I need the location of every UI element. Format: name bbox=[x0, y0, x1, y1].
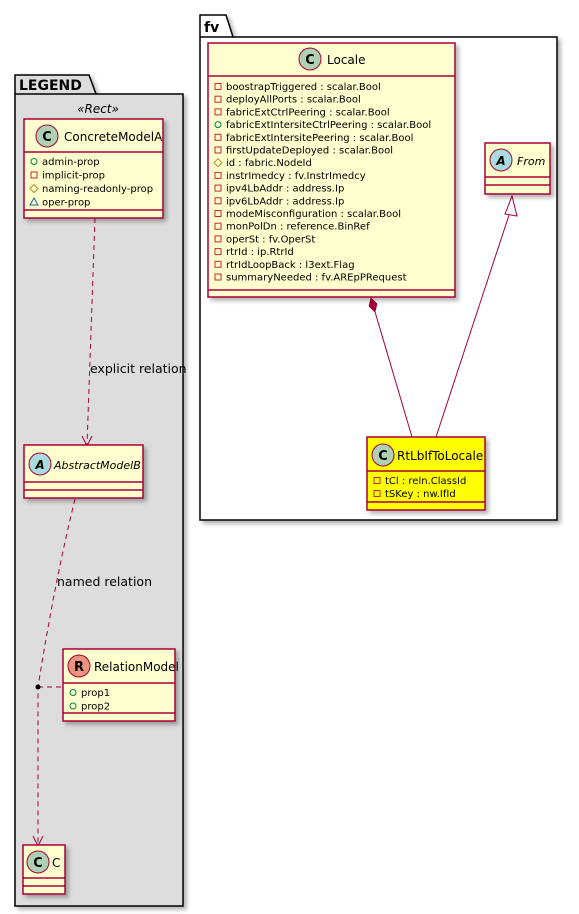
class-spot-icon bbox=[35, 124, 59, 148]
edge-markers bbox=[32, 194, 518, 848]
attribute-text: monPolDn : reference.BinRef bbox=[226, 222, 370, 233]
private-visibility-icon bbox=[373, 490, 381, 497]
private-visibility-icon bbox=[214, 210, 222, 217]
attribute-text: firstUpdateDeployed : scalar.Bool bbox=[226, 146, 393, 157]
attribute-text: boostrapTriggered : scalar.Bool bbox=[226, 82, 381, 93]
class-name: RtLbIfToLocale bbox=[397, 449, 483, 463]
class-name: From bbox=[517, 155, 545, 168]
abstract-spot-icon bbox=[28, 452, 52, 476]
attribute-text: prop1 bbox=[81, 688, 110, 699]
legend-stereotype: «Rect» bbox=[77, 102, 119, 116]
spot-letter: A bbox=[495, 154, 505, 168]
attribute-text: instrImedcy : fv.InstrImedcy bbox=[226, 171, 366, 182]
attribute-text: fabricExtIntersitePeering : scalar.Bool bbox=[226, 133, 413, 144]
explicit-relation-edge bbox=[86, 217, 96, 446]
private-visibility-icon bbox=[214, 260, 222, 268]
legend-title: LEGEND bbox=[19, 78, 82, 94]
relation-spot-icon bbox=[67, 654, 91, 678]
attribute-text: admin-prop bbox=[42, 157, 100, 168]
fv-title: fv bbox=[204, 20, 219, 36]
private-visibility-icon bbox=[214, 273, 222, 281]
private-visibility-icon bbox=[214, 83, 222, 90]
attribute-text: summaryNeeded : fv.AREpPRequest bbox=[226, 273, 407, 284]
private-visibility-icon bbox=[214, 184, 222, 192]
edges bbox=[37, 211, 511, 845]
public-visibility-icon bbox=[214, 121, 222, 129]
attribute-text: fabricExtIntersiteCtrlPeering : scalar.B… bbox=[226, 120, 431, 131]
named-relation-label: named relation bbox=[57, 574, 152, 589]
public-visibility-icon bbox=[69, 702, 77, 710]
class-name: ConcreteModelA bbox=[64, 130, 163, 144]
inheritance-edge bbox=[435, 211, 511, 438]
association-dot bbox=[35, 684, 41, 690]
class-locale: C Locale boostrapTriggered : scalar.Bool… bbox=[207, 42, 456, 298]
attribute-text: tCl : reln.ClassId bbox=[385, 476, 466, 487]
inheritance-triangle bbox=[504, 194, 518, 217]
public-visibility-icon bbox=[69, 689, 77, 696]
abstract-spot-icon bbox=[489, 148, 513, 172]
explicit-relation-label: explicit relation bbox=[90, 361, 187, 376]
attribute-text: tSKey : nw.IfId bbox=[385, 489, 456, 500]
private-visibility-icon bbox=[214, 95, 222, 103]
class-spot-icon bbox=[371, 443, 395, 467]
attribute-text: ipv4LbAddr : address.Ip bbox=[226, 184, 344, 195]
attribute-text: ipv6LbAddr : address.Ip bbox=[226, 196, 344, 207]
private-visibility-icon bbox=[214, 235, 222, 243]
attribute-text: fabricExtCtrlPeering : scalar.Bool bbox=[226, 107, 390, 118]
private-visibility-icon bbox=[214, 197, 222, 205]
protected-visibility-icon bbox=[29, 183, 39, 194]
class-spot-icon bbox=[26, 850, 50, 874]
class-concrete-model-a: C ConcreteModelA admin-prop implicit-prop… bbox=[23, 118, 164, 219]
attribute-text: oper-prop bbox=[42, 198, 90, 209]
spot-letter: C bbox=[42, 130, 52, 145]
class-name: RelationModel bbox=[94, 660, 179, 674]
composition-edge bbox=[372, 304, 413, 438]
protected-visibility-icon bbox=[213, 157, 223, 168]
private-visibility-icon bbox=[214, 133, 222, 141]
spot-letter: A bbox=[34, 458, 44, 472]
attribute-text: id : fabric.NodeId bbox=[226, 158, 312, 169]
class-from: A From bbox=[484, 142, 551, 195]
attribute-text: prop2 bbox=[81, 702, 110, 713]
attribute-text: operSt : fv.OperSt bbox=[226, 234, 315, 245]
public-visibility-icon bbox=[30, 158, 38, 165]
attribute-text: deployAllPorts : scalar.Bool bbox=[226, 95, 361, 106]
private-visibility-icon bbox=[214, 222, 222, 230]
class-name: C bbox=[52, 856, 60, 870]
spot-letter: C bbox=[33, 856, 43, 871]
private-visibility-icon bbox=[373, 477, 381, 484]
attribute-text: rtrId : ip.RtrId bbox=[226, 247, 294, 258]
package-visibility-icon bbox=[29, 196, 39, 206]
class-name: Locale bbox=[327, 53, 365, 67]
spot-letter: C bbox=[378, 449, 388, 464]
private-visibility-icon bbox=[214, 171, 222, 179]
composition-diamond bbox=[368, 297, 378, 313]
spot-letter: C bbox=[305, 53, 315, 68]
private-visibility-icon bbox=[214, 146, 222, 154]
class-name: AbstractModelB bbox=[53, 459, 141, 472]
class-c: C C bbox=[22, 844, 66, 895]
class-abstract-model-b: A AbstractModelB bbox=[23, 444, 144, 499]
private-visibility-icon bbox=[214, 248, 222, 256]
attribute-text: implicit-prop bbox=[42, 171, 105, 182]
attribute-text: naming-readonly-prop bbox=[42, 184, 153, 195]
class-relation-model: R RelationModel prop1 prop2 bbox=[62, 648, 179, 722]
private-visibility-icon bbox=[214, 108, 222, 116]
private-visibility-icon bbox=[30, 171, 38, 179]
named-relation-edge bbox=[37, 498, 76, 845]
class-spot-icon bbox=[298, 47, 322, 71]
attribute-text: modeMisconfiguration : scalar.Bool bbox=[226, 209, 401, 220]
spot-letter: R bbox=[74, 660, 84, 675]
class-rt-lb-if-to-locale: C RtLbIfToLocale tCl : reln.ClassId tSKey… bbox=[366, 436, 486, 511]
attribute-text: rtrIdLoopBack : l3ext.Flag bbox=[226, 260, 355, 271]
